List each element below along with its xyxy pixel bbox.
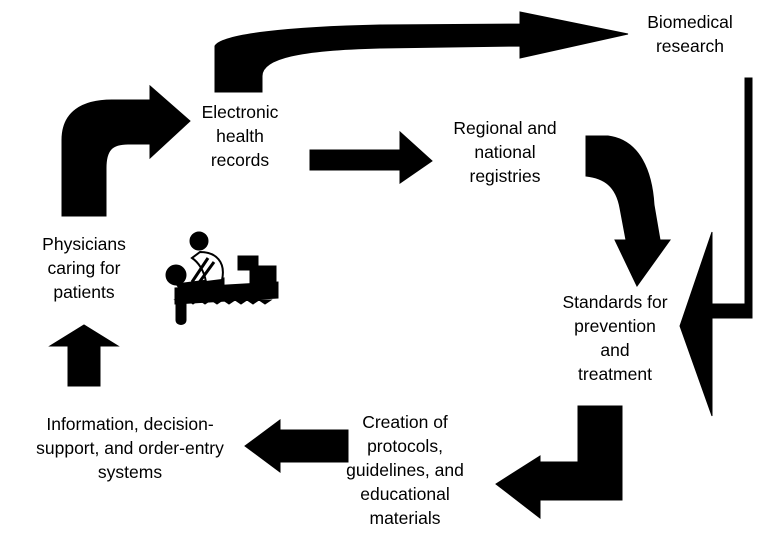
arrow-creation-to-information: [244, 419, 349, 473]
node-line: Electronic: [201, 102, 279, 122]
arrow-biomedical-to-standards: [679, 77, 753, 417]
node-biomedical-research: Biomedical research: [620, 10, 758, 58]
node-standards: Standards for prevention and treatment: [540, 290, 690, 386]
arrow-information-to-physicians: [48, 324, 120, 387]
node-line: and: [600, 340, 630, 360]
node-line: treatment: [578, 364, 652, 384]
node-line: research: [655, 36, 725, 56]
node-line: records: [210, 150, 270, 170]
node-line: support, and order-entry: [36, 438, 224, 458]
node-information-systems: Information, decision- support, and orde…: [10, 412, 250, 484]
node-creation-protocols: Creation of protocols, guidelines, and e…: [320, 410, 490, 530]
node-line: Physicians: [42, 234, 126, 254]
node-line: caring for: [47, 258, 121, 278]
node-line: Standards for: [562, 292, 668, 312]
node-line: guidelines, and: [346, 460, 464, 480]
node-line: Information, decision-: [46, 414, 214, 434]
node-line: national: [474, 142, 536, 162]
arrow-registries-to-standards: [585, 135, 671, 287]
physician-cpr-icon: [165, 231, 279, 325]
node-line: Creation of: [362, 412, 448, 432]
node-regional-national-registries: Regional and national registries: [430, 116, 580, 188]
arrow-physicians-to-ehr: [61, 84, 191, 217]
arrow-ehr-to-biomedical: [214, 11, 629, 93]
node-line: registries: [469, 166, 541, 186]
arrow-ehr-to-registries: [309, 130, 433, 184]
node-line: educational: [360, 484, 450, 504]
node-line: Regional and: [453, 118, 557, 138]
node-line: Biomedical: [647, 12, 733, 32]
node-line: materials: [369, 508, 441, 528]
node-physicians-caring: Physicians caring for patients: [14, 232, 154, 304]
node-line: patients: [53, 282, 115, 302]
node-line: prevention: [574, 316, 656, 336]
node-line: health: [216, 126, 264, 146]
arrow-standards-to-creation: [495, 405, 623, 520]
node-line: protocols,: [367, 436, 443, 456]
node-electronic-health-records: Electronic health records: [170, 100, 310, 172]
node-line: systems: [97, 462, 163, 482]
